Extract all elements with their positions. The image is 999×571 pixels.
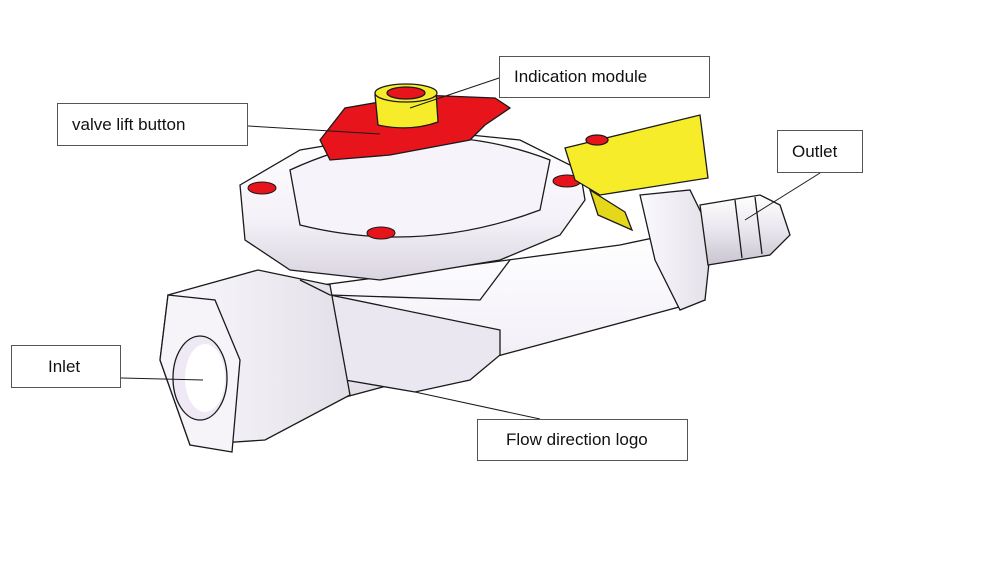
outlet-fitting <box>639 189 791 311</box>
screw-caps <box>247 174 582 240</box>
inlet-label: Inlet <box>11 345 121 388</box>
flow-direction-logo-label: Flow direction logo <box>477 419 688 461</box>
inlet-hex-nut <box>159 269 351 453</box>
valve-lift-button-label: valve lift button <box>57 103 248 146</box>
leader-lines <box>120 77 821 420</box>
indication-module-label: Indication module <box>499 56 710 98</box>
diaphragm-housing <box>239 129 586 301</box>
indication-module <box>374 83 439 129</box>
yellow-lever <box>564 114 709 232</box>
outlet-label: Outlet <box>777 130 863 173</box>
